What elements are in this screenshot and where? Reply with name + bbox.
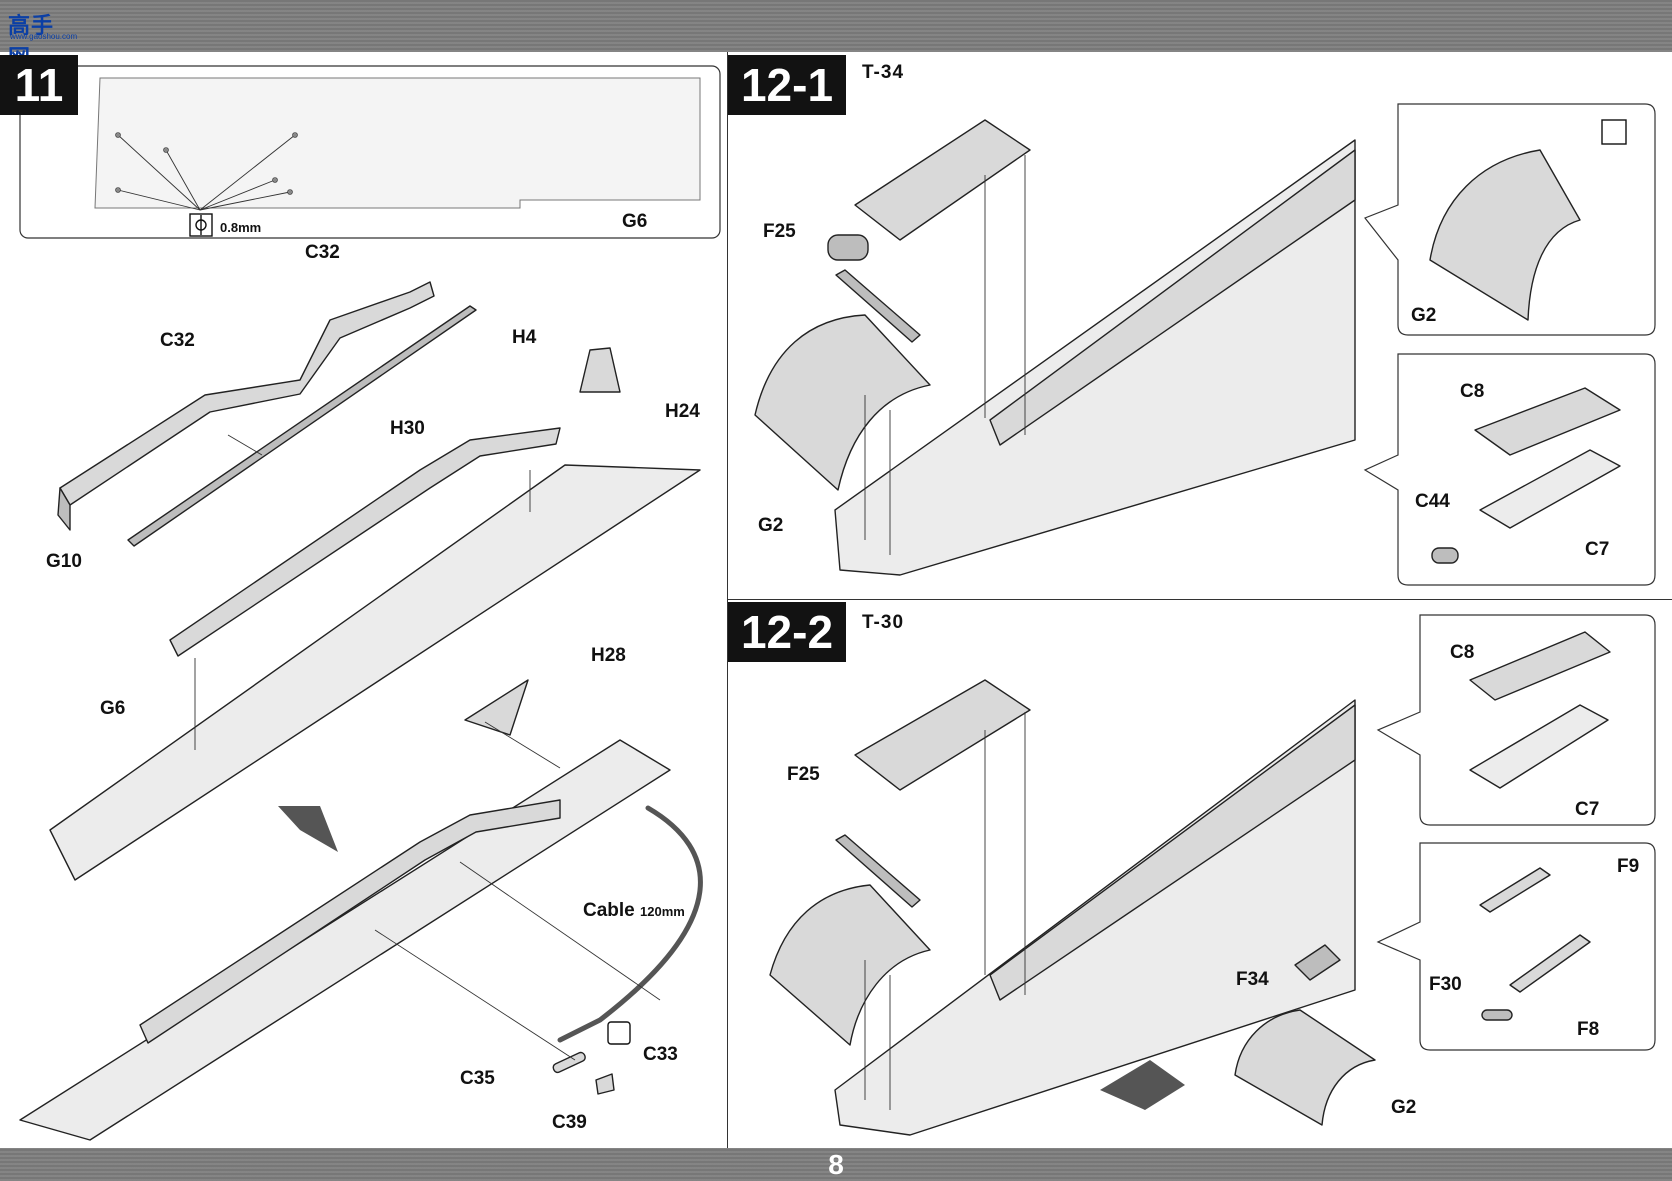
c32-fender-plate-upper — [59, 281, 435, 506]
bottom-band — [0, 1148, 1672, 1181]
cable-120mm — [557, 805, 703, 1043]
drill-size-label: 0.8mm — [220, 220, 262, 235]
h30-strip — [127, 305, 477, 547]
g6-template-outline — [94, 77, 701, 209]
label-c35: C35 — [460, 1068, 495, 1089]
label-f9: F9 — [1617, 856, 1640, 877]
panel-divider-horizontal — [728, 599, 1672, 600]
f25-part-12-1 — [835, 269, 921, 343]
g10-end-plate — [57, 487, 71, 531]
label-g6: G6 — [100, 698, 126, 719]
h24-bracket — [579, 347, 621, 393]
f30-detail-part — [1481, 1009, 1513, 1021]
label-h30: H30 — [390, 418, 425, 439]
c44-exhaust-12-1 — [827, 234, 869, 261]
f8-f9-detail-callout — [1376, 842, 1656, 1051]
label-c33: C33 — [643, 1044, 678, 1065]
template-label-g6: G6 — [622, 211, 648, 232]
step-12-1-badge: 12-1 — [728, 55, 846, 115]
label-h28: H28 — [591, 645, 626, 666]
c8-detail-lid-12-2 — [1469, 631, 1611, 701]
remove-marking-icon — [1601, 119, 1627, 145]
label-g2-12-2: G2 — [1391, 1097, 1417, 1118]
assembly-lines-cable — [374, 861, 661, 1061]
g2-detail-plate — [1429, 149, 1581, 321]
label-c32-left: C32 — [160, 330, 195, 351]
c39-part — [595, 1073, 615, 1095]
drill-points — [115, 132, 298, 195]
h28-part — [464, 679, 529, 736]
c7-detail-box — [1479, 449, 1621, 529]
c8-storage-box-12-2 — [854, 679, 1031, 791]
g6-fender-plate — [49, 464, 701, 881]
drill-icon — [189, 213, 213, 237]
label-h4: H4 — [512, 327, 537, 348]
glue-icon — [607, 1021, 631, 1045]
g2-curved-plate-12-2 — [769, 884, 931, 1046]
label-g10: G10 — [46, 551, 82, 572]
step-12-1-variant: T-34 — [862, 62, 905, 83]
label-c7-12-2: C7 — [1575, 799, 1600, 820]
step-11-badge: 11 — [0, 55, 78, 115]
step-12-2-variant: T-30 — [862, 612, 905, 633]
fender-upper-strip-12-1 — [989, 149, 1356, 446]
label-c8-12-2: C8 — [1450, 642, 1475, 663]
c32-fender-plate-lower — [169, 427, 561, 657]
label-cable: Cable 120mm — [583, 900, 685, 922]
fender-assembled — [19, 739, 671, 1141]
f34-part — [1294, 944, 1341, 981]
f8-detail-bracket — [1509, 934, 1591, 993]
label-f34: F34 — [1236, 969, 1269, 990]
logo-subtitle: www.gaoshou.com — [10, 32, 78, 41]
f25-part-12-2 — [835, 834, 921, 908]
label-c8-12-1: C8 — [1460, 381, 1485, 402]
label-g2-detail: G2 — [1411, 305, 1437, 326]
fender-assembled-upper-plate — [139, 799, 561, 1044]
cable-label-text: Cable — [583, 900, 635, 921]
f9-detail-bracket — [1479, 867, 1551, 913]
direction-arrow-step11 — [278, 806, 338, 852]
g2-rack-plate — [1234, 1009, 1376, 1126]
step-12-2-badge: 12-2 — [728, 602, 846, 662]
fender-upper-strip-12-2 — [989, 704, 1356, 1001]
assembly-lines-step11 — [194, 434, 531, 750]
label-f8: F8 — [1577, 1019, 1600, 1040]
label-c7-12-1: C7 — [1585, 539, 1610, 560]
label-f25-12-2: F25 — [787, 764, 820, 785]
c44-detail-part — [1431, 547, 1459, 564]
direction-arrow-step12 — [1100, 1060, 1185, 1110]
drill-guide-lines — [117, 134, 296, 211]
panel-divider-vertical — [727, 52, 728, 1148]
label-c32-top: C32 — [305, 242, 340, 263]
label-h24: H24 — [665, 401, 700, 422]
assembly-lines-12-2 — [864, 712, 1026, 1110]
c7-detail-box-12-2 — [1469, 704, 1609, 789]
cable-length-label: 120mm — [640, 904, 685, 919]
c8-storage-box-12-1 — [854, 119, 1031, 241]
top-band — [0, 0, 1672, 52]
c8-detail-lid — [1474, 387, 1621, 456]
label-c44: C44 — [1415, 491, 1450, 512]
assembly-lines-12-1 — [864, 155, 1026, 555]
label-c39: C39 — [552, 1112, 587, 1133]
label-g2-12-1: G2 — [758, 515, 784, 536]
label-f30: F30 — [1429, 974, 1462, 995]
c35-part — [552, 1051, 586, 1074]
h28-assembly-line — [484, 721, 561, 769]
label-f25-12-1: F25 — [763, 221, 796, 242]
c8-c7-detail-callout-12-2 — [1376, 614, 1656, 826]
g2-curved-plate-12-1 — [754, 314, 931, 491]
page-number: 8 — [828, 1149, 844, 1180]
